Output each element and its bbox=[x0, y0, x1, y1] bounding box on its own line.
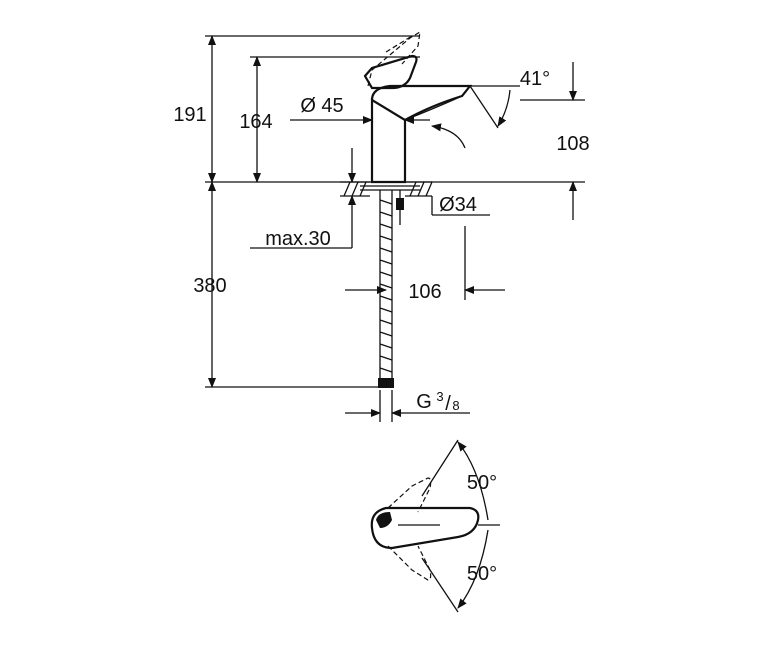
label-thread-numerator: 3 bbox=[436, 389, 443, 404]
label-164: 164 bbox=[239, 111, 272, 133]
dimension-191: 191 bbox=[173, 35, 216, 183]
label-diameter-34: Ø34 bbox=[439, 194, 477, 216]
deck-section bbox=[340, 181, 433, 197]
label-diameter-45: Ø 45 bbox=[300, 95, 343, 117]
label-380: 380 bbox=[193, 275, 226, 297]
label-rotation-right: 50° bbox=[467, 563, 497, 585]
dimension-diameter-45: Ø 45 bbox=[290, 95, 430, 124]
dimension-106: 106 bbox=[345, 226, 505, 303]
label-angle-41: 41° bbox=[520, 68, 550, 90]
label-106: 106 bbox=[408, 281, 441, 303]
label-108: 108 bbox=[556, 133, 589, 155]
label-thread-g: G bbox=[416, 391, 432, 413]
dimension-164: 164 bbox=[239, 56, 273, 183]
dimension-thread: G 3 / 8 bbox=[345, 389, 470, 422]
label-thread-slash: / bbox=[445, 393, 451, 415]
dimension-diameter-34: Ø34 bbox=[431, 194, 490, 216]
label-rotation-left: 50° bbox=[467, 472, 497, 494]
label-max-30: max.30 bbox=[265, 228, 331, 250]
label-thread-denominator: 8 bbox=[452, 398, 459, 413]
dimension-angle-41: 41° bbox=[431, 68, 550, 149]
faucet-top-view: 50° 50° bbox=[370, 439, 500, 613]
dimension-108: 108 bbox=[556, 62, 590, 220]
dimension-380: 380 bbox=[193, 181, 227, 388]
label-191: 191 bbox=[173, 104, 206, 126]
dimension-max-30: max.30 bbox=[250, 148, 356, 250]
